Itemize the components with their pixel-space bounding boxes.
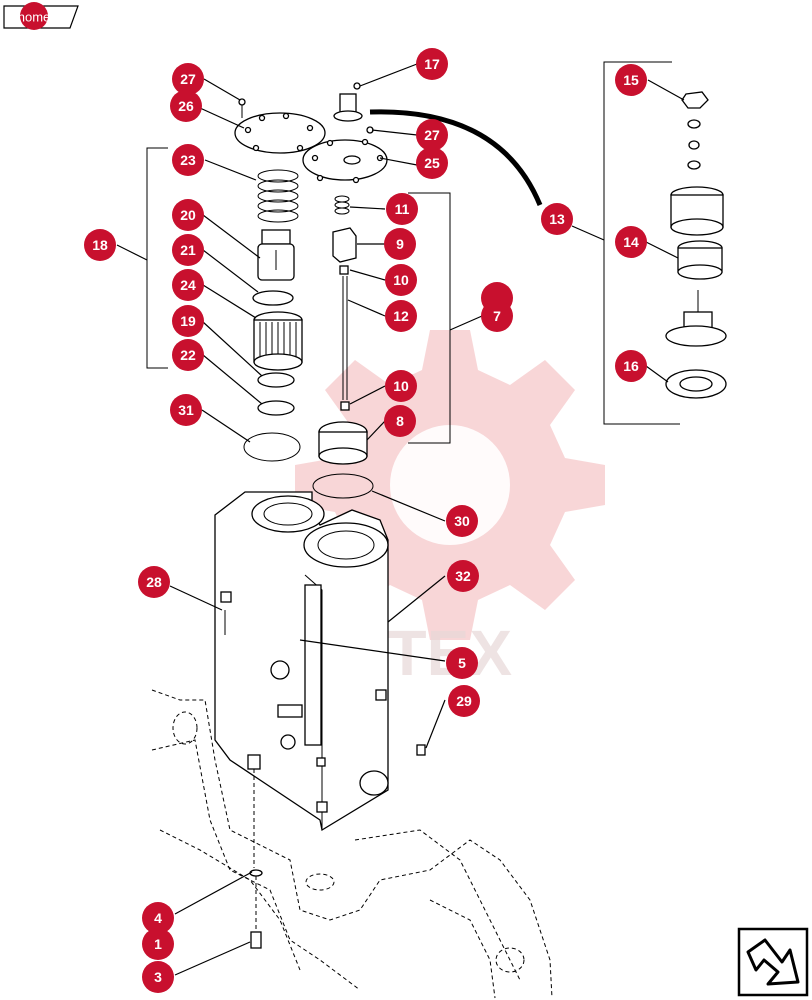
kit-13 [665, 91, 727, 399]
leader-lines [116, 63, 685, 976]
hose [369, 109, 543, 206]
callout-19[interactable]: 19 [172, 305, 204, 337]
callout-12[interactable]: 12 [385, 300, 417, 332]
svg-text:9: 9 [396, 236, 404, 252]
ring-19 [257, 372, 295, 388]
svg-text:3: 3 [154, 969, 162, 985]
svg-text:24: 24 [180, 277, 196, 293]
callout-31[interactable]: 31 [170, 394, 202, 426]
svg-text:10: 10 [393, 378, 409, 394]
svg-text:16: 16 [623, 358, 639, 374]
callout-1[interactable]: 1 [142, 928, 174, 960]
callout-27-left[interactable]: 27 [172, 63, 204, 95]
callout-3[interactable]: 3 [142, 961, 174, 993]
svg-text:14: 14 [623, 234, 639, 250]
home-label: home [18, 10, 51, 25]
callout-29[interactable]: 29 [448, 685, 480, 717]
next-page-arrow-icon[interactable] [737, 927, 809, 997]
callout-20[interactable]: 20 [172, 199, 204, 231]
callout-23[interactable]: 23 [172, 144, 204, 176]
callout-7[interactable]: 7 [481, 300, 513, 332]
tank-32 [214, 491, 389, 832]
callout-15[interactable]: 15 [615, 64, 647, 96]
ring-31 [243, 432, 301, 462]
callout-22[interactable]: 22 [172, 339, 204, 371]
callout-25[interactable]: 25 [416, 147, 448, 179]
seal-30 [312, 473, 374, 499]
svg-text:10: 10 [393, 272, 409, 288]
callout-18[interactable]: 18 [84, 229, 116, 261]
cap-27-26 [234, 98, 326, 154]
filter-8 [318, 421, 368, 465]
svg-text:22: 22 [180, 347, 196, 363]
filter-24 [253, 311, 303, 371]
svg-text:29: 29 [456, 693, 472, 709]
svg-text:13: 13 [549, 211, 565, 227]
valve-20 [257, 229, 295, 281]
bolt-stack [247, 754, 263, 949]
svg-text:5: 5 [458, 655, 466, 671]
callout-14[interactable]: 14 [615, 226, 647, 258]
rod-12 [342, 276, 348, 400]
callout-30[interactable]: 30 [446, 505, 478, 537]
callout-26[interactable]: 26 [170, 90, 202, 122]
callout-27-right[interactable]: 27 [416, 119, 448, 151]
frame-outline [151, 689, 553, 999]
ring-22 [257, 400, 295, 416]
bracket-18 [146, 147, 168, 369]
callout-10-top[interactable]: 10 [385, 264, 417, 296]
svg-text:1: 1 [154, 936, 162, 952]
nut-9 [332, 227, 357, 263]
ring-21 [252, 290, 294, 306]
callout-4[interactable]: 4 [142, 902, 174, 934]
svg-text:27: 27 [180, 71, 196, 87]
svg-text:32: 32 [455, 568, 471, 584]
svg-text:7: 7 [493, 308, 501, 324]
svg-text:15: 15 [623, 72, 639, 88]
callout-11[interactable]: 11 [386, 193, 418, 225]
svg-text:27: 27 [424, 127, 440, 143]
callout-8[interactable]: 8 [384, 405, 416, 437]
svg-text:18: 18 [92, 237, 108, 253]
svg-text:25: 25 [424, 155, 440, 171]
breather-17 [333, 82, 363, 122]
svg-text:30: 30 [454, 513, 470, 529]
svg-text:19: 19 [180, 313, 196, 329]
svg-text:11: 11 [395, 201, 410, 217]
callout-17[interactable]: 17 [416, 48, 448, 80]
svg-text:17: 17 [424, 56, 440, 72]
plug-29 [416, 744, 426, 756]
callout-9[interactable]: 9 [384, 228, 416, 260]
nut-10-bottom [340, 401, 350, 411]
svg-text:31: 31 [178, 402, 194, 418]
svg-text:28: 28 [146, 574, 162, 590]
svg-text:20: 20 [180, 207, 196, 223]
callout-24[interactable]: 24 [172, 269, 204, 301]
home-button[interactable]: home [3, 2, 79, 30]
nut-10-top [339, 265, 349, 275]
svg-text:8: 8 [396, 413, 404, 429]
callout-10-bottom[interactable]: 10 [385, 370, 417, 402]
svg-text:21: 21 [180, 242, 196, 258]
callout-32[interactable]: 32 [447, 560, 479, 592]
svg-text:23: 23 [180, 152, 196, 168]
svg-text:4: 4 [154, 910, 162, 926]
callout-21[interactable]: 21 [172, 234, 204, 266]
bracket-13 [603, 61, 680, 425]
spring-11 [334, 195, 350, 215]
cap-25 [302, 126, 388, 184]
callout-5[interactable]: 5 [446, 647, 478, 679]
callout-16[interactable]: 16 [615, 350, 647, 382]
callout-28[interactable]: 28 [138, 566, 170, 598]
bracket-7 [408, 192, 451, 444]
svg-text:12: 12 [393, 308, 409, 324]
callout-13[interactable]: 13 [541, 203, 573, 235]
svg-text:26: 26 [178, 98, 194, 114]
spring-23 [257, 169, 299, 223]
